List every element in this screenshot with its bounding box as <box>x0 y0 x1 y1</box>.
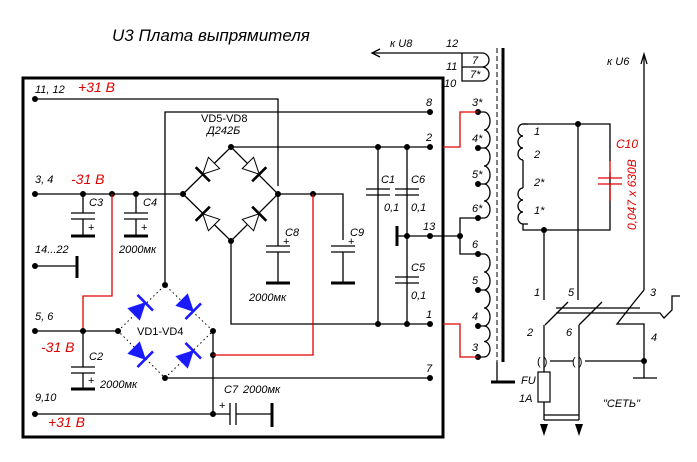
svg-text:+: + <box>141 222 147 234</box>
c9-label: C9 <box>350 227 364 239</box>
winding-tap-label: 4* <box>472 133 483 145</box>
c4-label: C4 <box>143 197 157 209</box>
to-u8-label: к U8 <box>390 38 413 50</box>
page-title: U3 Плата выпрямителя <box>112 26 310 45</box>
c4-value: 2000мк <box>118 244 157 256</box>
c7-value: 2000мк <box>242 384 281 396</box>
svg-text:+: + <box>219 400 225 412</box>
svg-text:+: + <box>348 236 354 248</box>
pin-7 <box>427 375 433 381</box>
pin-8 <box>427 109 433 115</box>
c10-value: 0,047 x 630В <box>625 159 639 230</box>
c6-value: 0,1 <box>411 202 426 214</box>
pin-label-2: 2 <box>425 132 432 144</box>
c7-label: C7 <box>224 384 239 396</box>
c1-value: 0,1 <box>384 202 399 214</box>
svg-text:( ): ( ) <box>572 356 582 368</box>
winding-tap-label: 5* <box>472 169 483 181</box>
svg-text:6: 6 <box>566 327 573 339</box>
pin-label-5-6: 5, 6 <box>35 311 54 323</box>
c2-label: C2 <box>89 351 103 363</box>
c5-label: C5 <box>411 262 426 274</box>
svg-text:3: 3 <box>650 287 657 299</box>
to-u6-label: к U6 <box>607 56 630 68</box>
pin-label-3-4: 3, 4 <box>35 174 53 186</box>
winding-tap <box>475 145 481 151</box>
winding-tap <box>475 323 481 329</box>
bridge-top-type: Д242Б <box>205 125 240 137</box>
svg-text:2: 2 <box>533 149 540 161</box>
diode-vd6 <box>239 154 268 183</box>
c8-value: 2000мк <box>248 292 287 304</box>
svg-text:+: + <box>88 375 94 387</box>
c8-label: C8 <box>285 227 300 239</box>
diode-vd1 <box>124 293 155 324</box>
pin-13 <box>427 233 433 239</box>
winding-tap-label: 5 <box>472 275 479 287</box>
diode-vd2 <box>172 290 203 321</box>
c5-value: 0,1 <box>411 290 426 302</box>
switch-label: "СЕТЬ" <box>603 398 641 410</box>
winding-tap-label: 3* <box>472 97 483 109</box>
c6-label: C6 <box>411 174 426 186</box>
c3-label: C3 <box>89 197 104 209</box>
board-outline <box>21 76 445 439</box>
svg-text:2: 2 <box>526 327 533 339</box>
c2-value: 2000мк <box>99 379 138 391</box>
pin-label-13: 13 <box>423 221 436 233</box>
voltage-minus-56: -31 В <box>41 339 74 355</box>
svg-text:7: 7 <box>472 55 479 67</box>
voltage-plus-top: +31 В <box>78 79 115 95</box>
fuse <box>537 371 551 403</box>
fuse-name: FU <box>521 375 536 387</box>
svg-text:10: 10 <box>444 78 457 90</box>
pin-label-8: 8 <box>426 97 433 109</box>
bridge-bottom-name: VD1-VD4 <box>137 326 183 338</box>
svg-text:1: 1 <box>534 126 540 138</box>
pin-label-9-10: 9,10 <box>35 392 57 404</box>
pin-2 <box>427 144 433 150</box>
pin-label-14-22: 14...22 <box>35 244 69 256</box>
c10-label: C10 <box>616 137 638 151</box>
svg-text:+: + <box>283 236 289 248</box>
svg-text:4: 4 <box>651 332 657 344</box>
pin-label-1: 1 <box>426 309 432 321</box>
svg-text:5: 5 <box>568 287 575 299</box>
voltage-minus-34: -31 В <box>71 171 104 187</box>
diode-vd3 <box>124 338 155 369</box>
winding-tap-label: 6* <box>472 203 483 215</box>
pin-label-7: 7 <box>426 363 433 375</box>
svg-text:11: 11 <box>446 61 457 73</box>
svg-text:( ): ( ) <box>537 356 547 368</box>
pin-label-11-12: 11, 12 <box>35 84 65 96</box>
winding-tap <box>475 181 481 187</box>
diode-vd4 <box>172 341 203 372</box>
c1-label: C1 <box>381 174 395 186</box>
winding-tap-label: 6 <box>472 239 479 251</box>
voltage-plus-bottom: +31 В <box>48 414 85 430</box>
pin-1 <box>427 321 433 327</box>
svg-text:2*: 2* <box>533 177 545 189</box>
fuse-value: 1А <box>519 393 532 405</box>
svg-text:+: + <box>88 222 94 234</box>
winding-tap-label: 3 <box>472 342 479 354</box>
secondary-winding <box>478 111 491 358</box>
svg-text:7*: 7* <box>470 69 481 81</box>
winding-tap-label: 4 <box>472 311 478 323</box>
diode-vd8 <box>239 205 268 234</box>
svg-text:1: 1 <box>534 287 540 299</box>
svg-text:12: 12 <box>446 38 458 50</box>
bridge-top-name: VD5-VD8 <box>201 113 247 125</box>
svg-text:1*: 1* <box>534 205 545 217</box>
winding-tap <box>475 287 481 293</box>
